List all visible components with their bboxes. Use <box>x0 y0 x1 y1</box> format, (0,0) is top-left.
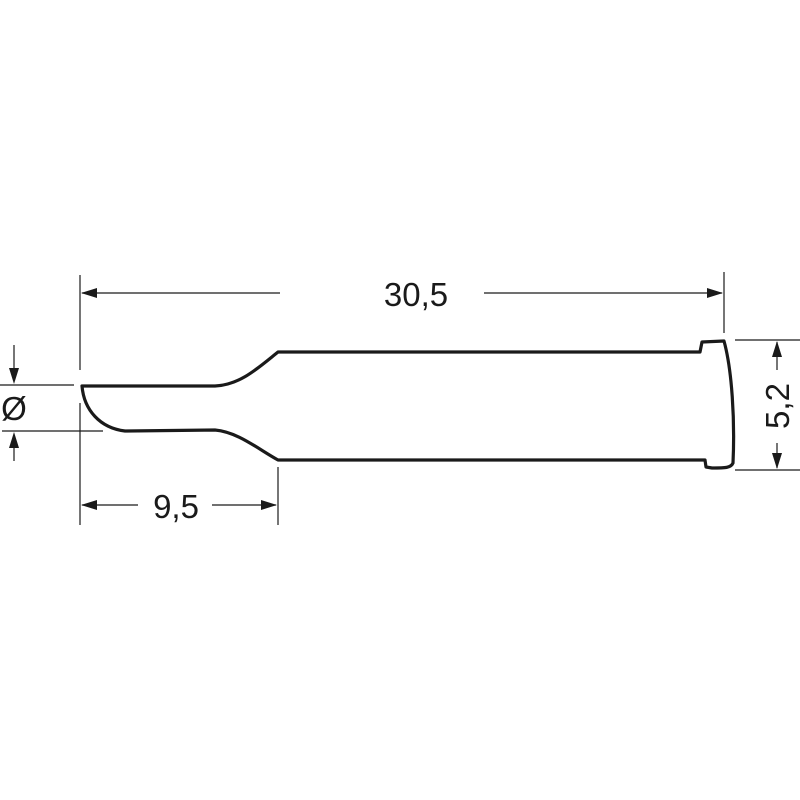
arrowhead-bottom <box>9 432 19 448</box>
arrowhead-left <box>81 288 97 298</box>
tip-diameter-label: Ø <box>1 390 27 427</box>
arrowhead-top <box>9 368 19 384</box>
arrowhead-right <box>707 288 723 298</box>
dimension-tip-diameter: Ø <box>0 345 103 461</box>
overall-length-label: 30,5 <box>384 276 448 313</box>
tip-outline-path <box>80 339 736 470</box>
tip-length-label: 9,5 <box>153 488 199 525</box>
arrowhead-left <box>81 500 97 510</box>
arrowhead-right <box>261 500 277 510</box>
arrowhead-top <box>772 341 782 357</box>
shank-diameter-label: 5,2 <box>759 383 796 429</box>
dimension-overall-length: 30,5 <box>79 272 725 370</box>
dimension-shank-diameter: 5,2 <box>735 339 800 471</box>
arrowhead-bottom <box>772 453 782 469</box>
soldering-tip-outline <box>80 339 736 470</box>
dimension-tip-length: 9,5 <box>79 403 279 525</box>
